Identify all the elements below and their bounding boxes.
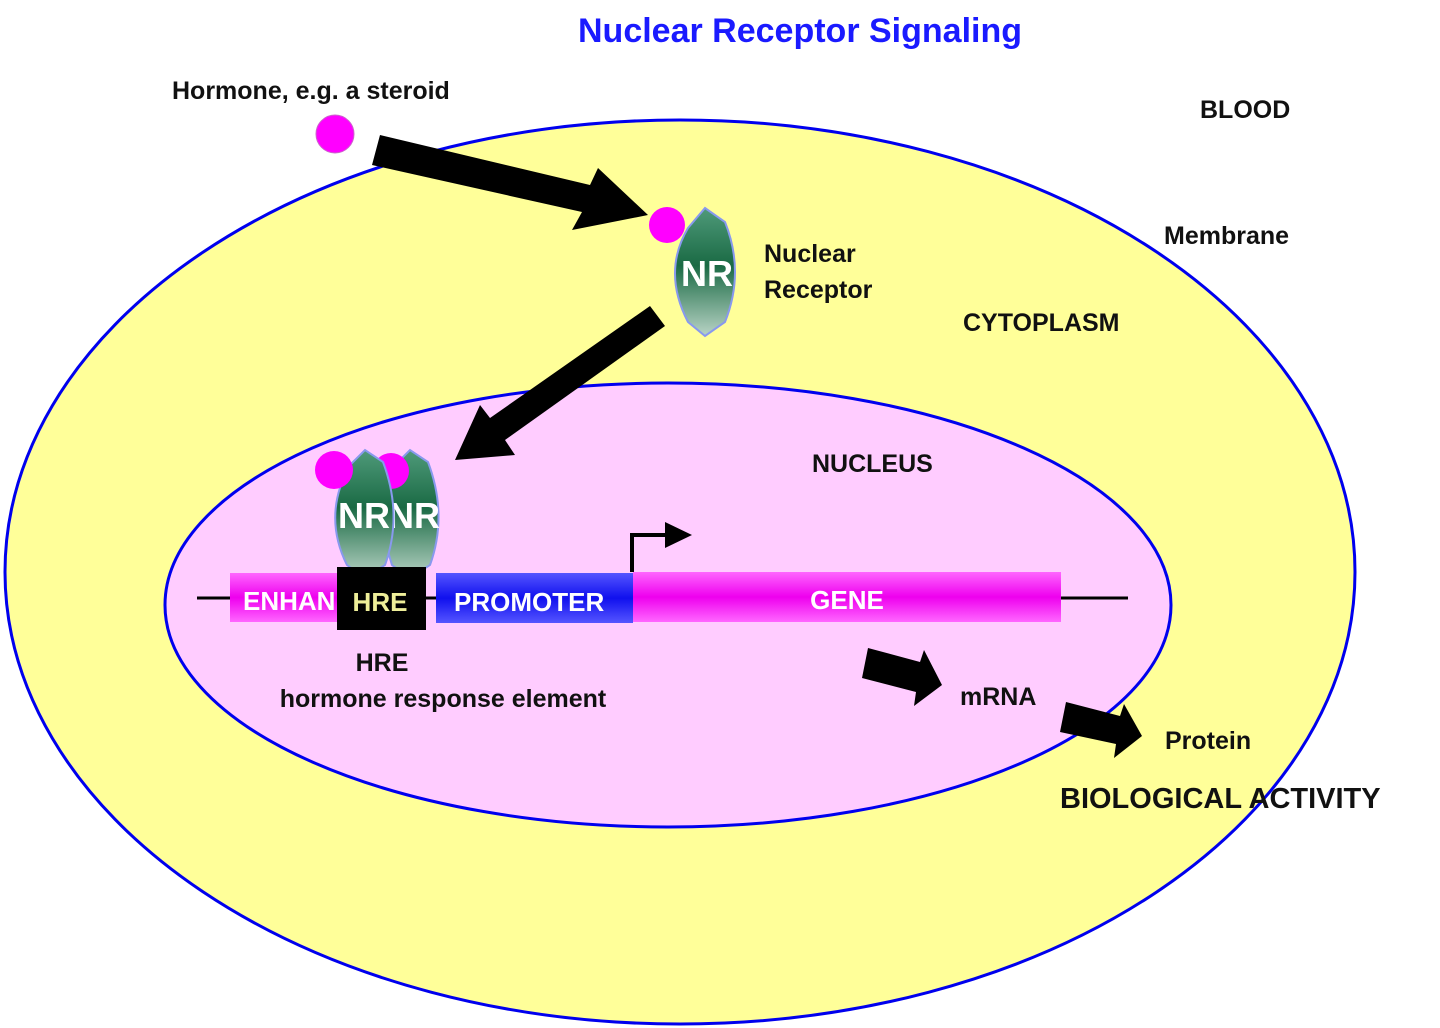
- arrow-to-nucleus: [455, 306, 665, 460]
- nr-label: NR: [681, 253, 733, 294]
- transcription-start-arrowhead: [665, 522, 692, 548]
- enhancer-label: ENHAN: [243, 586, 335, 616]
- hre-caption: HRE: [356, 649, 409, 677]
- receptor-dimer: NR NR: [315, 448, 440, 580]
- cytoplasmic-receptor: NR: [649, 206, 736, 338]
- hormone-label: Hormone, e.g. a steroid: [172, 77, 450, 105]
- blood-label: BLOOD: [1200, 96, 1290, 124]
- diagram-title: Nuclear Receptor Signaling: [578, 12, 1022, 50]
- nuclear-receptor-label-1: Nuclear: [764, 240, 856, 268]
- arrow-hormone-entry: [372, 135, 648, 230]
- nr-label-2: NR: [388, 495, 440, 536]
- arrow-to-protein: [1060, 702, 1142, 758]
- enhancer-region: [230, 573, 340, 622]
- membrane-label: Membrane: [1164, 222, 1289, 250]
- bound-hormone-1: [315, 451, 353, 489]
- transcription-start-arrow: [630, 533, 668, 572]
- arrow-to-mrna: [862, 648, 942, 706]
- cytoplasm-label: CYTOPLASM: [963, 309, 1120, 337]
- nuclear-receptor-label-2: Receptor: [764, 276, 873, 304]
- gene-label: GENE: [810, 585, 884, 615]
- free-hormone: [315, 114, 355, 154]
- promoter-label: PROMOTER: [454, 587, 604, 617]
- gene-region: [633, 572, 1061, 622]
- mrna-label: mRNA: [960, 683, 1036, 711]
- nr-label-1: NR: [338, 495, 390, 536]
- bound-hormone: [649, 207, 685, 243]
- nucleus-label: NUCLEUS: [812, 450, 933, 478]
- biological-activity-label: BIOLOGICAL ACTIVITY: [1060, 783, 1381, 815]
- promoter-region: [436, 573, 633, 623]
- protein-label: Protein: [1165, 727, 1251, 755]
- hre-description: hormone response element: [280, 685, 607, 713]
- hre-box: [337, 567, 426, 630]
- hre-box-label: HRE: [353, 587, 408, 617]
